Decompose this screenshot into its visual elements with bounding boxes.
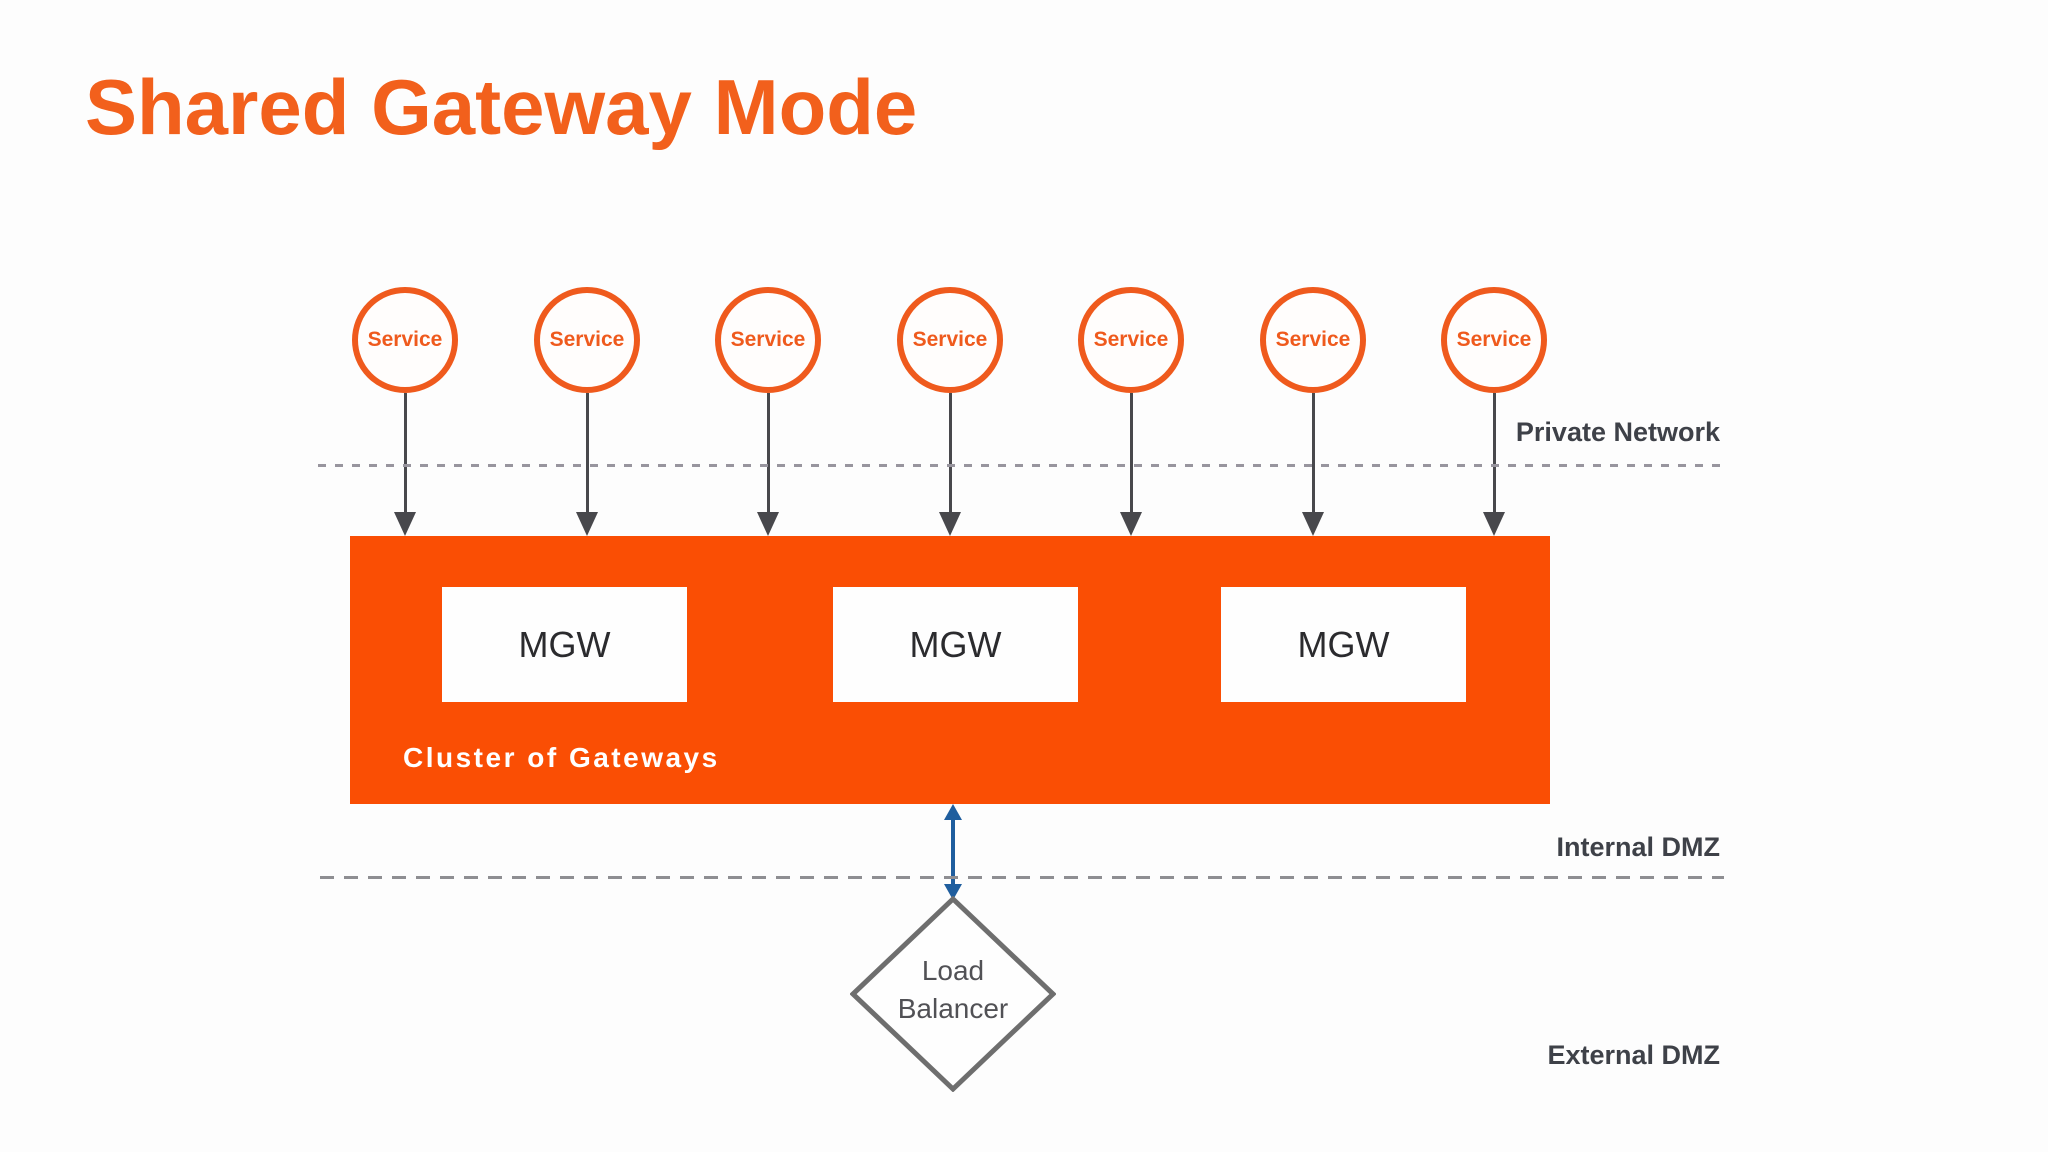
- external-dmz-label: External DMZ: [1547, 1040, 1720, 1070]
- service-arrow-line-5: [1130, 393, 1133, 513]
- cluster-loadbalancer-link-line: [951, 816, 955, 888]
- service-node-4: Service: [897, 287, 1003, 393]
- mgw-node-2: MGW: [833, 587, 1078, 702]
- service-arrow-line-7: [1493, 393, 1496, 513]
- mgw-node-3: MGW: [1221, 587, 1466, 702]
- service-node-5: Service: [1078, 287, 1184, 393]
- service-node-6: Service: [1260, 287, 1366, 393]
- service-node-2: Service: [534, 287, 640, 393]
- arrowhead-down-icon-6: [1302, 512, 1324, 536]
- mgw-node-1: MGW: [442, 587, 687, 702]
- arrowhead-down-icon-3: [757, 512, 779, 536]
- private-network-boundary-line: [318, 464, 1722, 467]
- load-balancer-diamond-shape: [850, 896, 1056, 1092]
- arrowhead-down-icon-2: [576, 512, 598, 536]
- service-node-1: Service: [352, 287, 458, 393]
- load-balancer-label: Load Balancer: [897, 955, 1009, 1024]
- service-arrow-line-3: [767, 393, 770, 513]
- arrowhead-up-icon: [944, 804, 962, 820]
- arrowhead-down-icon-4: [939, 512, 961, 536]
- internal-dmz-label: Internal DMZ: [1556, 832, 1720, 862]
- arrowhead-down-icon-1: [394, 512, 416, 536]
- service-arrow-line-6: [1312, 393, 1315, 513]
- service-node-7: Service: [1441, 287, 1547, 393]
- cluster-of-gateways-box: MGW MGW MGW Cluster of Gateways: [350, 536, 1550, 804]
- arrowhead-down-icon-7: [1483, 512, 1505, 536]
- service-arrow-line-4: [949, 393, 952, 513]
- private-network-label: Private Network: [1515, 417, 1720, 447]
- internal-dmz-boundary-line: [320, 876, 1724, 879]
- service-arrow-line-2: [586, 393, 589, 513]
- arrowhead-down-icon-5: [1120, 512, 1142, 536]
- arrowhead-down-icon-blue: [944, 884, 962, 900]
- slide-title: Shared Gateway Mode: [85, 63, 918, 151]
- cluster-of-gateways-label: Cluster of Gateways: [403, 742, 720, 773]
- service-node-3: Service: [715, 287, 821, 393]
- service-arrow-line-1: [404, 393, 407, 513]
